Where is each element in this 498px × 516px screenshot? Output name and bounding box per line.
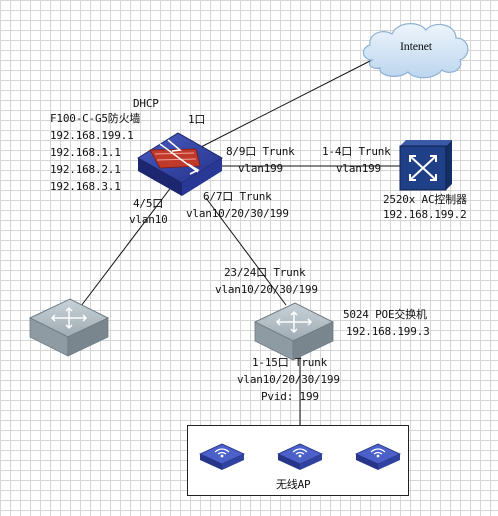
ac-name-label: 2520x AC控制器 [383, 193, 467, 206]
fw-poe-sw-vlan-label: vlan10/20/30/199 [215, 283, 318, 296]
ap-group-label: 无线AP [276, 478, 311, 491]
poe-ap-port-label: 1-15口 Trunk [252, 356, 328, 369]
wireless-ap-icon [199, 443, 245, 470]
firewall-icon [137, 132, 223, 196]
poe-ap-pvid-label: Pvid: 199 [261, 390, 319, 403]
fw-poe-sw-port-label: 23/24口 Trunk [224, 266, 306, 279]
wireless-ap-icon [355, 443, 401, 470]
fw-poe-fw-vlan-label: vlan10/20/30/199 [186, 207, 289, 220]
link-firewall-internet [194, 59, 373, 151]
ap-icons [199, 443, 401, 470]
poe-ap-vlan-label: vlan10/20/30/199 [237, 373, 340, 386]
fw-ac-fw-vlan-label: vlan199 [238, 162, 283, 175]
ap-group-box: 无线AP [187, 425, 409, 496]
left-switch-icon [28, 298, 110, 357]
firewall-ip-4: 192.168.3.1 [50, 180, 121, 193]
firewall-name-label: F100-C-G5防火墙 [50, 112, 141, 125]
firewall-ip-3: 192.168.2.1 [50, 163, 121, 176]
fw-ac-ac-vlan-label: vlan199 [336, 162, 381, 175]
link-firewall-left-switch [77, 185, 173, 311]
ac-ip-label: 192.168.199.2 [383, 208, 467, 221]
link-firewall-poe-switch [205, 197, 287, 306]
ac-controller-icon [399, 140, 452, 191]
poe-switch-ip-label: 192.168.199.3 [346, 325, 430, 338]
fw-ac-fw-port-label: 8/9口 Trunk [226, 145, 295, 158]
internet-cloud-icon [362, 23, 469, 79]
poe-switch-icon [253, 302, 335, 361]
firewall-protocol-label: DHCP [133, 97, 159, 110]
poe-switch-name-label: 5024 POE交换机 [343, 308, 427, 321]
firewall-ip-2: 192.168.1.1 [50, 146, 121, 159]
firewall-ip-1: 192.168.199.1 [50, 129, 134, 142]
fw-poe-fw-port-label: 6/7口 Trunk [203, 190, 272, 203]
wireless-ap-icon [277, 443, 323, 470]
internet-label: Intenet [400, 39, 432, 53]
firewall-wan-port-label: 1口 [188, 113, 206, 126]
fw-left-vlan-label: vlan10 [129, 213, 168, 226]
fw-ac-ac-port-label: 1-4口 Trunk [322, 145, 391, 158]
fw-left-port-label: 4/5口 [133, 197, 164, 210]
